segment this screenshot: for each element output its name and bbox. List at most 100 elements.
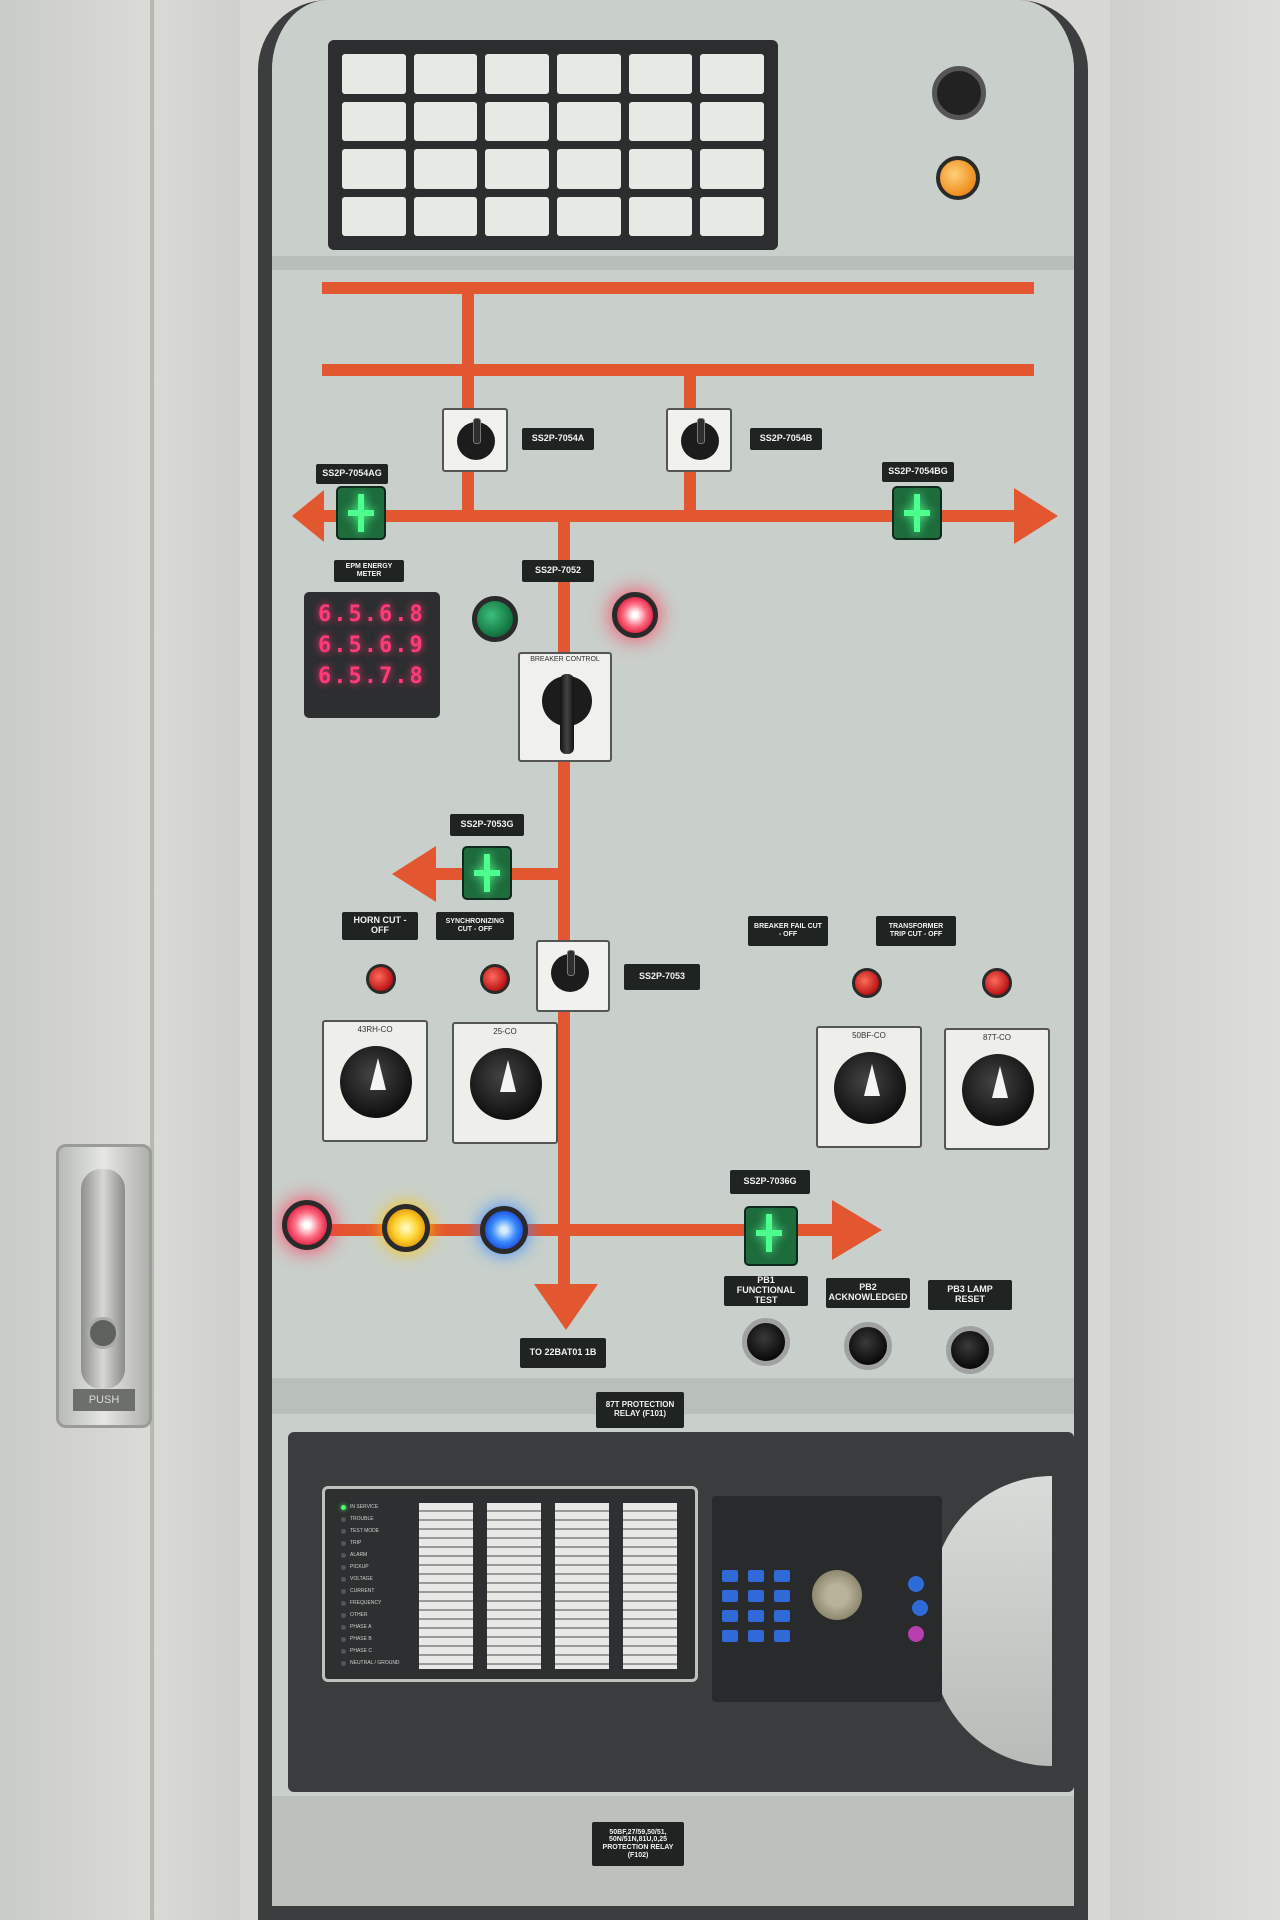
tag-protection-relay-f102: 50BF,27/59,50/51, 50N/51N,81U,0,25 PROTE…: [592, 1822, 684, 1866]
tag-ss2p-7036g: SS2P-7036G: [730, 1170, 810, 1194]
relay-led-label: TRIP: [350, 1540, 362, 1546]
cutoff-dial[interactable]: [834, 1052, 906, 1124]
lock-icon: [87, 1317, 119, 1349]
tag-pb1: PB1 FUNCTIONAL TEST: [724, 1275, 808, 1306]
green-indicator-lamp: [472, 596, 518, 642]
keypad-key[interactable]: [774, 1590, 790, 1602]
keypad-key[interactable]: [774, 1570, 790, 1582]
door-handle[interactable]: PUSH: [56, 1144, 152, 1428]
annunciator-window: [628, 54, 693, 94]
annunciator-window: [485, 196, 549, 236]
tag-outgoing-feeder: TO 22BAT01 1B: [520, 1338, 606, 1368]
red-lamp-breaker-fail: [852, 968, 882, 998]
lamp-reset-button[interactable]: [946, 1326, 994, 1374]
tag-ss2p-7052: SS2P-7052: [522, 560, 594, 582]
relay-led-row: CURRENT: [341, 1585, 411, 1597]
handle-bar[interactable]: [81, 1169, 125, 1389]
led-icon: [341, 1528, 346, 1534]
mimic-branch-bottom: [312, 1224, 832, 1236]
annunciator-window: [413, 149, 478, 189]
selector-switch-7054b[interactable]: [666, 408, 732, 472]
function-key[interactable]: [912, 1600, 928, 1616]
tag-ss2p-7053: SS2P-7053: [624, 964, 700, 990]
breaker-indicator-right: [892, 486, 942, 540]
mimic-feeder-vertical: [558, 522, 570, 1302]
annunciator-window: [700, 101, 764, 141]
sw-1-label: 43RH-CO: [357, 1025, 393, 1034]
annunciator-window: [700, 149, 764, 189]
keypad-key[interactable]: [748, 1590, 764, 1602]
annunciator-window: [342, 196, 406, 236]
annunciator-window: [557, 196, 621, 236]
keypad-key[interactable]: [748, 1570, 764, 1582]
relay-led-label: PHASE B: [350, 1636, 372, 1642]
panel-divider: [272, 256, 1074, 270]
relay-led-label: OTHER: [350, 1612, 368, 1618]
mimic-bus-middle: [322, 510, 1022, 522]
sw-4-label: 87T-CO: [982, 1033, 1011, 1042]
relay-led-row: TEST MODE: [341, 1525, 411, 1537]
cs-main-label: BREAKER CONTROL: [530, 656, 600, 663]
yellow-indicator-lamp: [382, 1204, 430, 1252]
functional-test-button[interactable]: [742, 1318, 790, 1366]
arrow-right-icon: [1014, 488, 1058, 544]
annunciator-window: [342, 101, 406, 141]
red-indicator-lamp: [282, 1200, 332, 1250]
annunciator-panel: [328, 40, 778, 250]
led-icon: [341, 1540, 346, 1546]
led-icon: [341, 1636, 346, 1642]
tag-ss2p-7053g: SS2P-7053G: [450, 814, 524, 836]
door-seam: [150, 0, 154, 1920]
synchronizing-switch[interactable]: [536, 940, 610, 1012]
led-icon: [341, 1648, 346, 1654]
led-icon: [341, 1504, 346, 1510]
annunciator-window: [342, 149, 406, 189]
function-key[interactable]: [908, 1576, 924, 1592]
annunciator-window: [628, 149, 693, 189]
led-icon: [341, 1576, 346, 1582]
keypad-key[interactable]: [748, 1610, 764, 1622]
function-key[interactable]: [908, 1626, 924, 1642]
keypad-key[interactable]: [722, 1630, 738, 1642]
led-icon: [341, 1600, 346, 1606]
relay-led-label: TROUBLE: [350, 1516, 374, 1522]
blue-indicator-lamp: [480, 1206, 528, 1254]
selector-switch-7054a[interactable]: [442, 408, 508, 472]
annunciator-window: [557, 54, 621, 94]
keypad-key[interactable]: [722, 1610, 738, 1622]
tag-horn-cut-off: HORN CUT - OFF: [342, 912, 418, 940]
cutoff-switch-50bf[interactable]: 50BF-CO: [816, 1026, 922, 1148]
breaker-control-switch[interactable]: BREAKER CONTROL: [518, 652, 612, 762]
keypad-key[interactable]: [774, 1630, 790, 1642]
keypad-key[interactable]: [774, 1610, 790, 1622]
sw-2-label: 25-CO: [493, 1027, 517, 1036]
cutoff-dial[interactable]: [962, 1054, 1034, 1126]
led-icon: [341, 1516, 346, 1522]
relay-led-row: PHASE C: [341, 1645, 411, 1657]
relay-led-row: FREQUENCY: [341, 1597, 411, 1609]
annunciator-window: [700, 196, 764, 236]
cutoff-switch-87t[interactable]: 87T-CO: [944, 1028, 1050, 1150]
cutoff-switch-25[interactable]: 25-CO: [452, 1022, 558, 1144]
led-icon: [341, 1552, 346, 1558]
meter-reading-1: 6.5.6.8: [318, 602, 425, 627]
glass-window: SS2P-7054A SS2P-7054B SS2P-7054AG SS2P-7…: [258, 0, 1088, 1920]
keypad-key[interactable]: [722, 1590, 738, 1602]
relay-led-row: TRIP: [341, 1537, 411, 1549]
acknowledge-button[interactable]: [844, 1322, 892, 1370]
relay-led-label: PICKUP: [350, 1564, 369, 1570]
control-handle[interactable]: [542, 674, 592, 754]
energy-meter: 6.5.6.8 6.5.6.9 6.5.7.8: [304, 592, 440, 718]
navigation-ring[interactable]: [812, 1570, 862, 1620]
cutoff-switch-43rh[interactable]: 43RH-CO: [322, 1020, 428, 1142]
cutoff-dial[interactable]: [470, 1048, 542, 1120]
relay-led-row: IN SERVICE: [341, 1501, 411, 1513]
keypad-key[interactable]: [748, 1630, 764, 1642]
relay-led-label: FREQUENCY: [350, 1600, 382, 1606]
selector-knob[interactable]: [932, 66, 986, 120]
relay-led-row: OTHER: [341, 1609, 411, 1621]
cutoff-dial[interactable]: [340, 1046, 412, 1118]
keypad-key[interactable]: [722, 1570, 738, 1582]
